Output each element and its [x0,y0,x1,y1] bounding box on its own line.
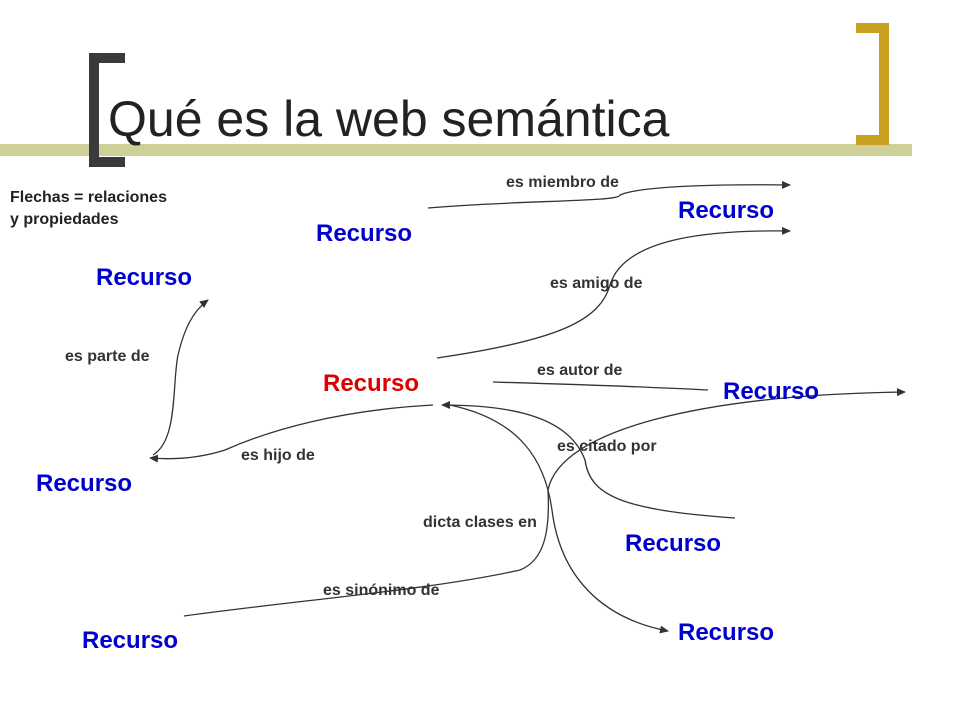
node-lower-right: Recurso [625,530,722,557]
edge-dictates-classes [449,404,669,634]
relation-label-author-of: es autor de [537,362,623,379]
node-bottom-left: Recurso [82,627,179,654]
node-left: Recurso [36,470,133,497]
node-central: Recurso [323,370,420,397]
relation-label-child-of: es hijo de [241,447,315,464]
edge-cited-by [441,401,736,519]
relation-label-friend-of: es amigo de [550,275,643,292]
left-bracket-shape [89,53,125,167]
relation-label-cited-by: es citado por [557,438,657,455]
node-mid-right: Recurso [723,378,820,405]
edge-author-of [492,381,709,391]
edge-member-of [427,180,791,209]
relation-label-member-of: es miembro de [506,174,619,191]
relation-label-part-of: es parte de [65,348,150,365]
legend-note-line1: Flechas = relaciones [10,189,167,206]
accent-bar [0,144,912,156]
legend-note-line2: y propiedades [10,211,119,228]
right-bracket-shape [856,23,889,145]
edge-friend-of [436,226,791,359]
edge-child-of [149,404,434,463]
edge-synonym-of [183,388,906,617]
page-title: Qué es la web semántica [108,91,670,147]
relation-label-dictates-classes: dicta clases en [423,514,537,531]
edge-part-of [152,299,209,456]
node-top-right: Recurso [678,197,775,224]
node-bottom-right: Recurso [678,619,775,646]
legend-note: Flechas = relaciones y propiedades [10,187,167,231]
node-top-center: Recurso [316,220,413,247]
relation-label-synonym-of: es sinónimo de [323,582,440,599]
node-upper-left: Recurso [96,264,193,291]
